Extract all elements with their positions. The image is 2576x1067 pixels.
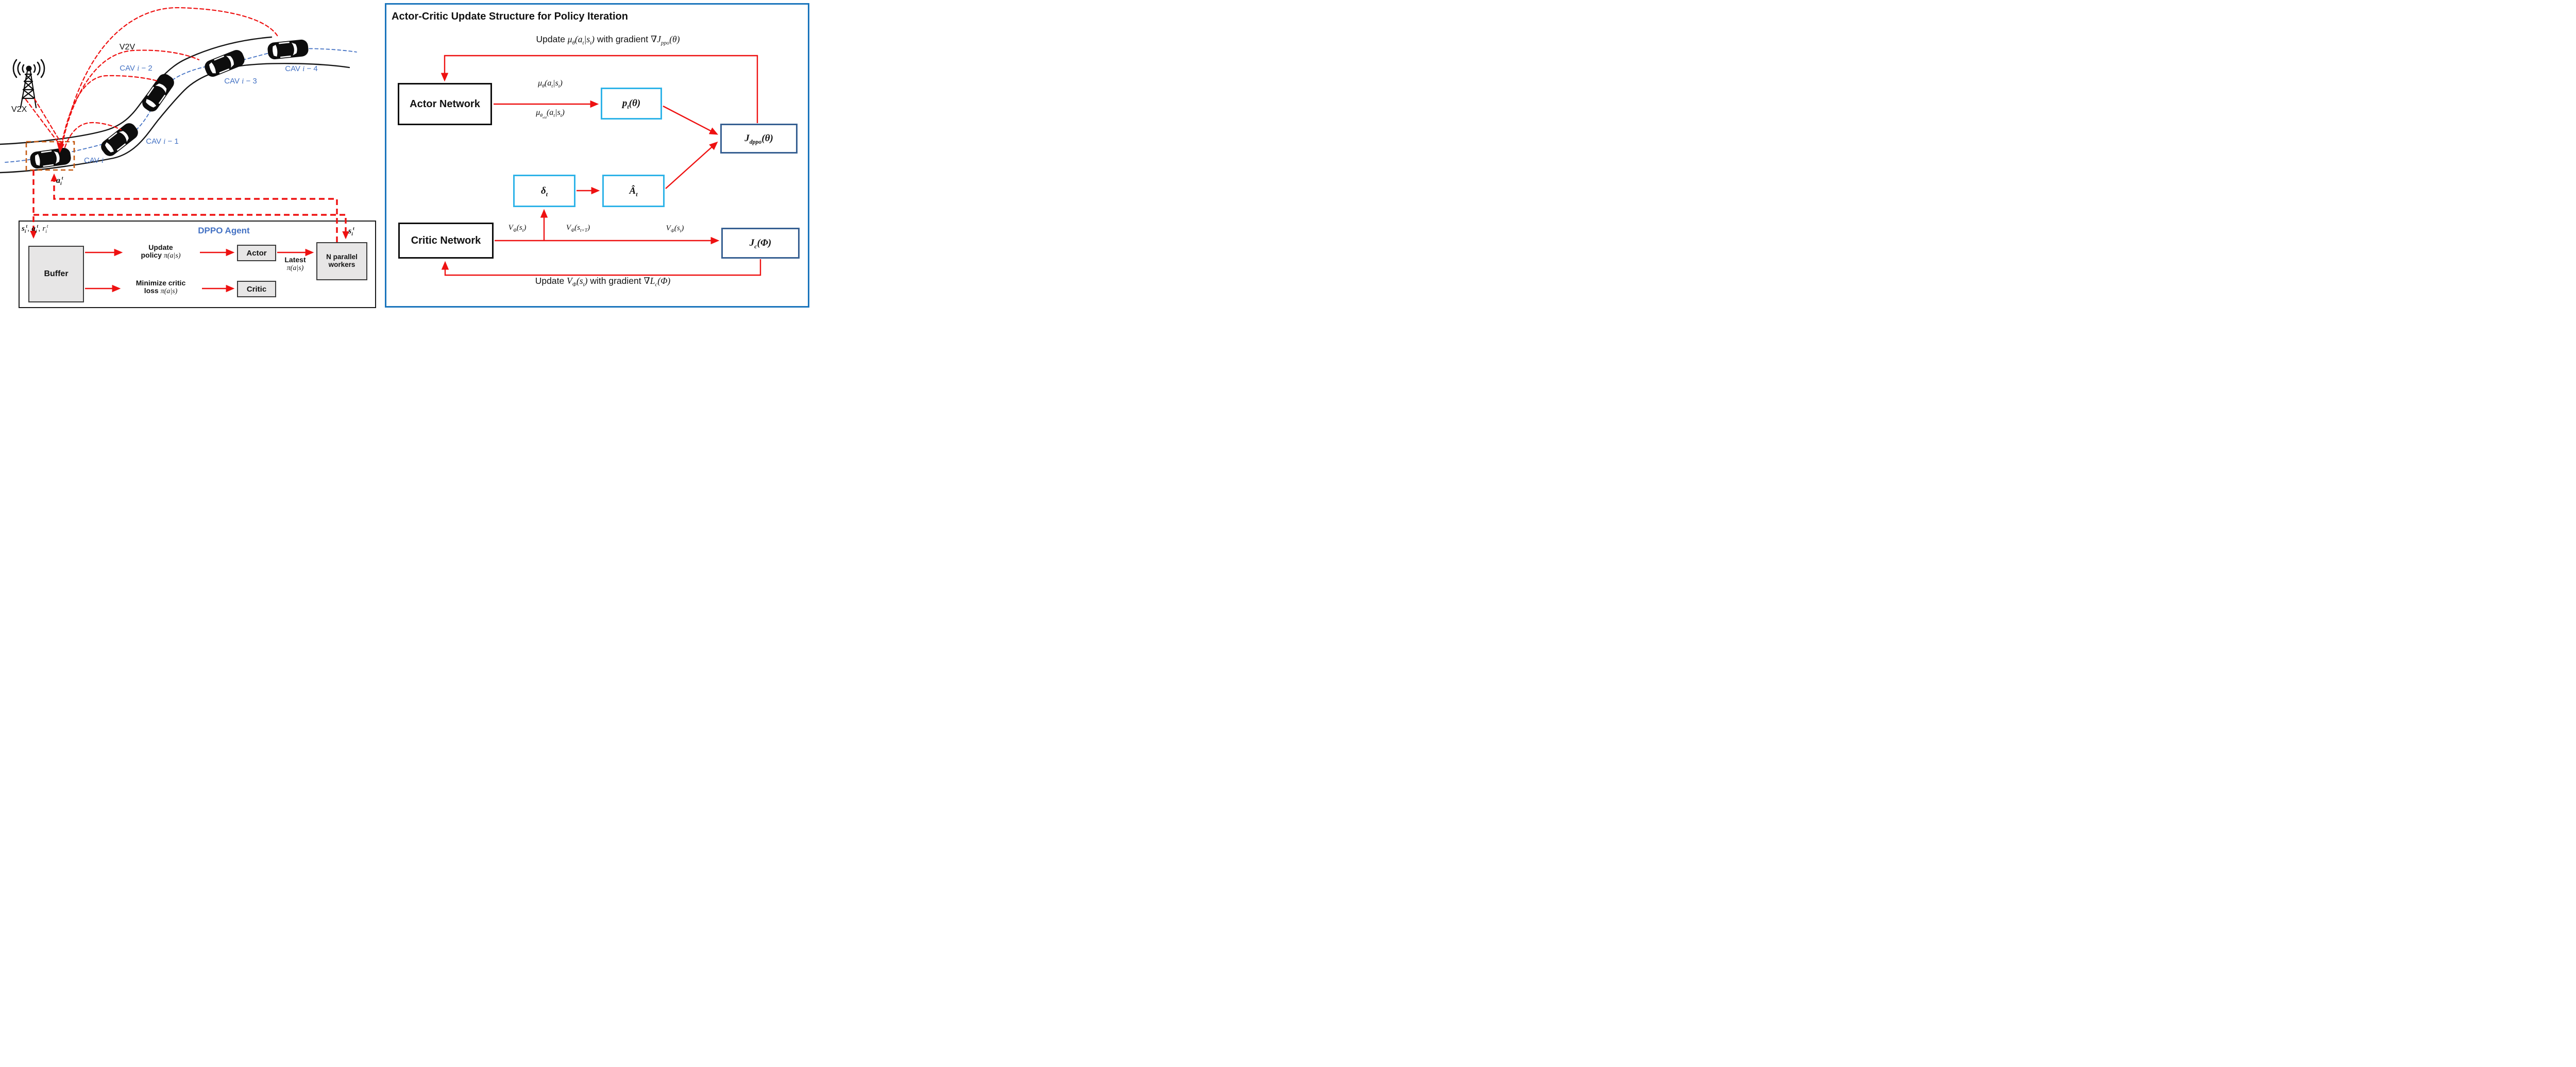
cav-i-car: [28, 146, 73, 170]
v2v-label: V2V: [119, 43, 135, 52]
delta-label: δt: [540, 185, 548, 198]
actor-label: Actor: [246, 248, 267, 258]
dppo-agent-title: DPPO Agent: [198, 226, 250, 235]
top-formula: Update μθ(at|st) with gradient ∇Jppo(θ): [536, 34, 680, 46]
actor-critic-panel: [385, 3, 809, 308]
delta-box: δt: [513, 175, 575, 207]
links-arrowhead: [57, 142, 64, 153]
workers-box: N parallel workers: [316, 242, 367, 280]
cav-i3-label: CAV i − 3: [224, 77, 257, 86]
advantage-box: Ât: [602, 175, 665, 207]
j-c-label: Jc(Φ): [749, 238, 772, 250]
minimize-critic-label: Minimize critic loss π(a|s): [135, 279, 186, 296]
ego-vehicle-box: [25, 141, 75, 171]
cav-i2-label: CAV i − 2: [120, 64, 152, 73]
critic-label: Critic: [246, 284, 267, 294]
critic-network-label: Critic Network: [411, 234, 481, 246]
mu-current-label: μθ(at|st): [538, 79, 563, 90]
dppo-state-label: sit: [348, 226, 354, 238]
advantage-label: Ât: [629, 185, 638, 198]
j-dppo-box: Jdppo(θ): [720, 124, 798, 154]
v2x-tower-icon: [12, 59, 45, 109]
workers-label: N parallel workers: [326, 253, 358, 268]
antenna-dot: [26, 65, 32, 72]
actor-network-label: Actor Network: [410, 98, 480, 110]
v-to-loss-label: VΦ(st): [666, 224, 684, 234]
cav-i4-label: CAV i − 4: [285, 64, 318, 73]
bottom-formula: Update VΦ(st) with gradient ∇Lc(Φ): [535, 276, 671, 288]
v-future-label: VΦ(st+T): [566, 224, 590, 233]
buffer-label: Buffer: [44, 269, 69, 278]
figure-canvas: V2X V2V CAV i − 2 CAV i − 3 CAV i − 4 CA…: [0, 0, 812, 311]
actor-box: Actor: [237, 245, 276, 261]
road: [0, 36, 357, 174]
j-c-box: Jc(Φ): [721, 228, 800, 259]
action-label: ait: [56, 175, 63, 187]
actor-network-box: Actor Network: [398, 83, 492, 125]
critic-network-box: Critic Network: [398, 223, 494, 259]
right-panel-title: Actor-Critic Update Structure for Policy…: [392, 11, 628, 22]
buffer-box: Buffer: [28, 246, 84, 302]
prob-ratio-box: pt(θ): [601, 88, 662, 120]
critic-box: Critic: [237, 281, 276, 297]
cav-i2-car: [139, 71, 178, 115]
prob-ratio-label: pt(θ): [622, 98, 641, 110]
cav-i1-label: CAV i − 1: [146, 137, 179, 146]
v2x-label: V2X: [11, 105, 27, 114]
dppo-input-label: sit, ait, rit: [22, 224, 48, 234]
v-current-label: VΦ(st): [508, 224, 527, 233]
cav-i3-car: [202, 47, 247, 80]
update-policy-label: Update policy π(a|s): [141, 243, 181, 260]
cav-i-label: CAV i: [83, 156, 104, 165]
mu-old-label: μθold(at|st): [536, 108, 565, 120]
cav-i4-car: [266, 38, 310, 61]
latest-policy-label: Latest π(a|s): [284, 256, 306, 273]
j-dppo-label: Jdppo(θ): [744, 133, 773, 145]
